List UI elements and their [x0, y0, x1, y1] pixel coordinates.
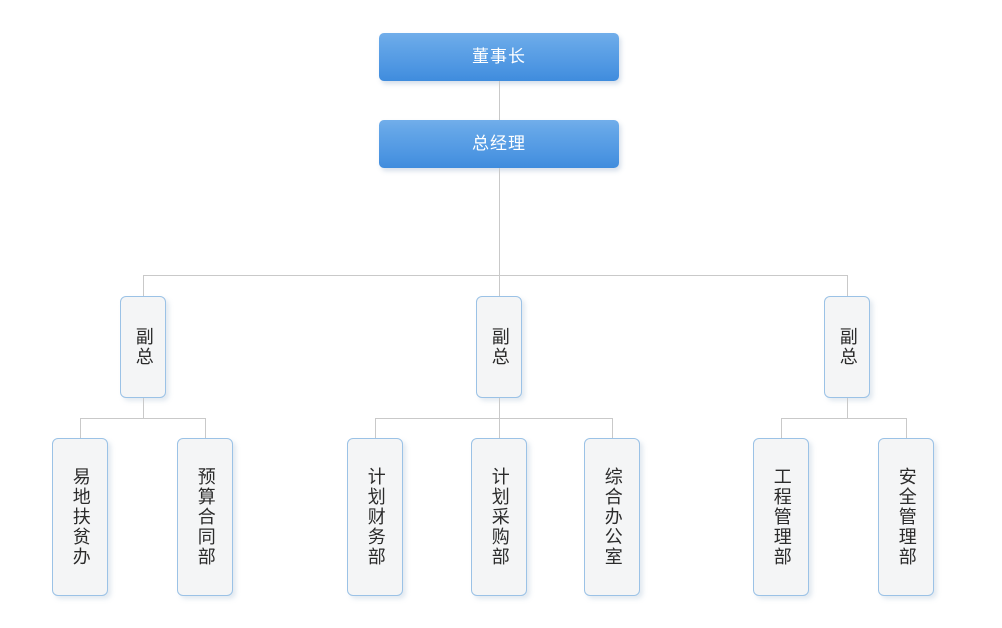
- node-dept-relocation-poverty-office[interactable]: 易地扶贫办: [52, 438, 108, 596]
- connector-vp3-stem: [847, 398, 848, 418]
- node-vp-3[interactable]: 副总: [824, 296, 870, 398]
- connector-dept-engineering-drop: [781, 418, 782, 438]
- node-dept-budget-contract-label: 预算合同部: [194, 467, 216, 567]
- connector-dept-budget-drop: [205, 418, 206, 438]
- node-dept-engineering-management-label: 工程管理部: [770, 467, 792, 567]
- connector-chairman-to-gm: [499, 81, 500, 120]
- connector-vp1-drop: [143, 275, 144, 296]
- connector-dept-plan-finance-drop: [375, 418, 376, 438]
- connector-vp2-stem: [499, 398, 500, 418]
- node-vp-1-label: 副总: [132, 327, 154, 367]
- node-vp-2[interactable]: 副总: [476, 296, 522, 398]
- node-dept-engineering-management[interactable]: 工程管理部: [753, 438, 809, 596]
- node-dept-safety-management[interactable]: 安全管理部: [878, 438, 934, 596]
- node-chairman-label: 董事长: [472, 46, 526, 67]
- connector-dept-general-office-drop: [612, 418, 613, 438]
- node-vp-2-label: 副总: [488, 327, 510, 367]
- connector-vp-bus: [143, 275, 848, 276]
- node-dept-plan-finance[interactable]: 计划财务部: [347, 438, 403, 596]
- node-dept-plan-procurement[interactable]: 计划采购部: [471, 438, 527, 596]
- node-general-manager[interactable]: 总经理: [379, 120, 619, 168]
- connector-vp2-bus: [375, 418, 612, 419]
- node-dept-plan-procurement-label: 计划采购部: [488, 467, 510, 567]
- node-general-manager-label: 总经理: [472, 133, 526, 154]
- node-dept-plan-finance-label: 计划财务部: [364, 467, 386, 567]
- connector-dept-safety-drop: [906, 418, 907, 438]
- node-dept-safety-management-label: 安全管理部: [895, 467, 917, 567]
- node-vp-1[interactable]: 副总: [120, 296, 166, 398]
- connector-dept-plan-procurement-drop: [499, 418, 500, 438]
- connector-vp3-drop: [847, 275, 848, 296]
- node-dept-general-office-label: 综合办公室: [601, 467, 623, 567]
- connector-vp3-bus: [781, 418, 906, 419]
- node-dept-budget-contract[interactable]: 预算合同部: [177, 438, 233, 596]
- connector-vp1-stem: [143, 398, 144, 418]
- node-dept-general-office[interactable]: 综合办公室: [584, 438, 640, 596]
- connector-vp1-bus: [80, 418, 205, 419]
- connector-gm-stem: [499, 168, 500, 296]
- node-chairman[interactable]: 董事长: [379, 33, 619, 81]
- connector-dept-relocation-drop: [80, 418, 81, 438]
- node-dept-relocation-poverty-office-label: 易地扶贫办: [69, 467, 91, 567]
- node-vp-3-label: 副总: [836, 327, 858, 367]
